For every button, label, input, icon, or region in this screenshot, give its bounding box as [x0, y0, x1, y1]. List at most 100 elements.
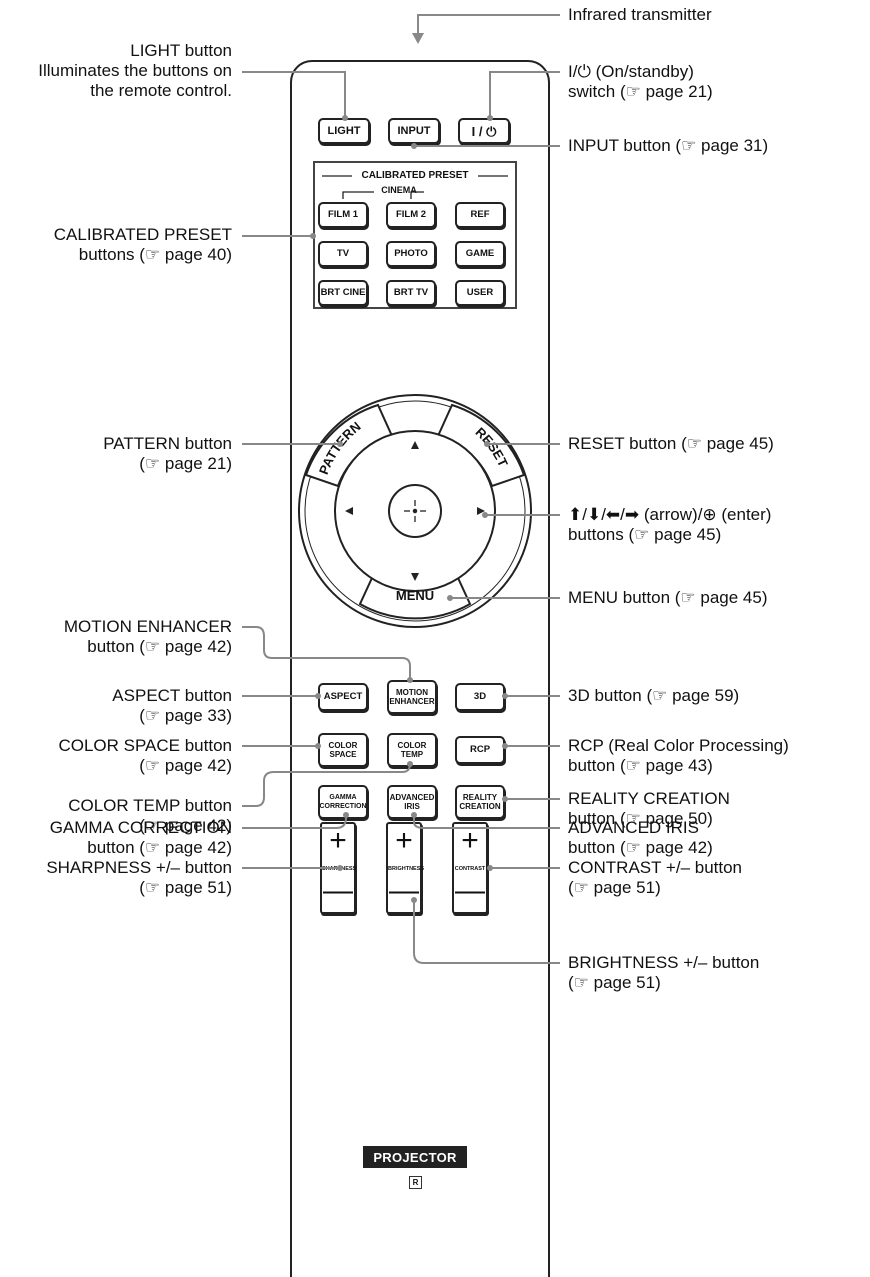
film1-button[interactable]: FILM 1 [318, 202, 368, 228]
motion-enhancer-button[interactable]: MOTION ENHANCER [387, 680, 437, 714]
arrow-up-icon[interactable] [411, 441, 419, 449]
motion-callout-line-2: button (☞ page 42) [87, 637, 232, 656]
photo-button[interactable]: PHOTO [386, 241, 436, 267]
rcp-button[interactable]: RCP [455, 736, 505, 764]
navigation-ring: PATTERN RESET MENU [298, 394, 532, 628]
color-space-button[interactable]: COLOR SPACE [318, 733, 368, 767]
aspect-callout-line-1: ASPECT button [112, 686, 232, 705]
infrared-callout: Infrared transmitter [568, 5, 712, 24]
user-button[interactable]: USER [455, 280, 505, 306]
light-callout-line-1: LIGHT button [130, 41, 232, 60]
registered-mark: R [409, 1176, 422, 1189]
calibrated-preset-callout: CALIBRATED PRESET buttons (☞ page 40) [54, 225, 232, 265]
brt-tv-button[interactable]: BRT TV [386, 280, 436, 306]
menu-label: MENU [396, 588, 434, 603]
contrast-label: CONTRAST [454, 866, 486, 872]
reality-creation-line-1: REALITY [462, 793, 498, 802]
power-callout-line-1: I/⏻ (On/standby) [568, 62, 694, 81]
sharpness-plus-button[interactable]: + [329, 824, 347, 857]
contrast-text: CONTRAST +/– button (☞ page 51) [568, 858, 742, 898]
brightness-callout: BRIGHTNESS +/– button (☞ page 51) [568, 953, 759, 993]
light-callout-line-3: the remote control. [90, 81, 232, 100]
contrast-minus-button[interactable]: — [455, 874, 485, 907]
preset-header-lines [322, 175, 508, 199]
brightness-callout-line-1: BRIGHTNESS +/– button [568, 953, 760, 972]
contrast-callout-line-2: (☞ page 51) [568, 878, 661, 897]
contrast-plus-button[interactable]: + [461, 824, 479, 857]
gamma-callout-line-2: button (☞ page 42) [87, 838, 232, 857]
sharpness-text: SHARPNESS +/– button (☞ page 51) [46, 858, 232, 898]
brightness-callout-line-2: (☞ page 51) [568, 973, 661, 992]
colortemp-callout-line-2: (☞ page 42) [139, 816, 232, 835]
color-temp-line-1: COLOR [397, 741, 427, 750]
infrared-arrowhead-icon [412, 33, 424, 44]
motion-enhancer-callout: MOTION ENHANCER button (☞ page 42) [64, 617, 232, 657]
advanced-iris-button[interactable]: ADVANCED IRIS [387, 785, 437, 819]
game-button[interactable]: GAME [455, 241, 505, 267]
gamma-line-1: GAMMA [329, 794, 357, 801]
rcp-callout: RCP (Real Color Processing) button (☞ pa… [568, 736, 789, 776]
motion-callout-line-1: MOTION ENHANCER [63, 617, 232, 636]
reality-callout-line-2: button (☞ page 50) [568, 809, 713, 828]
colortemp-callout-line-1: COLOR TEMP button [68, 796, 232, 815]
colorspace-callout-line-2: (☞ page 42) [139, 756, 232, 775]
preset-callout-line-2: buttons (☞ page 40) [78, 245, 232, 264]
arrow-down-icon[interactable] [411, 573, 419, 581]
calibrated-preset-header: CALIBRATED PRESET [352, 170, 478, 181]
ref-button[interactable]: REF [455, 202, 505, 228]
power-callout: I/⏻ (On/standby) switch (☞ page 21) [568, 62, 713, 102]
contrast-rocker[interactable]: + CONTRAST — [452, 822, 488, 914]
gamma-correction-callout: GAMMA CORRECTION button (☞ page 42) [50, 818, 232, 858]
color-temp-callout: COLOR TEMP button (☞ page 42) [68, 796, 232, 836]
input-callout: INPUT button (☞ page 31) [568, 136, 769, 155]
sharpness-minus-button[interactable]: — [323, 874, 353, 907]
reset-callout: RESET button (☞ page 45) [568, 434, 774, 453]
arrow-callout: ⬆/⬇/⬅/➡ (arrow)/⊕ (enter) buttons (☞ pag… [568, 505, 771, 545]
motion-enhancer-line-1: MOTION [396, 688, 428, 697]
leader-lines [242, 14, 560, 964]
sharpness-callout-line-1: SHARPNESS +/– button [46, 858, 232, 877]
gamma-callout-line-1: GAMMA CORRECTION [49, 818, 232, 837]
arrow-right-icon[interactable] [477, 507, 485, 515]
tv-button[interactable]: TV [318, 241, 368, 267]
light-button[interactable]: LIGHT [318, 118, 370, 144]
gamma-correction-button[interactable]: GAMMA CORRECTION [318, 785, 368, 819]
brt-cine-button[interactable]: BRT CINE [318, 280, 368, 306]
color-space-line-1: COLOR [328, 741, 358, 750]
iris-callout-line-2: button (☞ page 42) [568, 838, 713, 857]
pattern-callout: PATTERN button (☞ page 21) [103, 434, 232, 474]
aspect-callout: ASPECT button (☞ page 33) [112, 686, 232, 726]
menu-callout: MENU button (☞ page 45) [568, 588, 768, 607]
arrow-left-icon[interactable] [345, 507, 353, 515]
brightness-label: BRIGHTNESS [388, 866, 425, 872]
motion-enhancer-line-2: ENHANCER [389, 697, 435, 706]
sharpness-callout-line-2: (☞ page 51) [139, 878, 232, 897]
rcp-callout-line-2: button (☞ page 43) [568, 756, 713, 775]
aspect-callout-line-2: (☞ page 33) [139, 706, 232, 725]
leader-endpoints [310, 33, 508, 903]
reality-creation-callout: REALITY CREATION button (☞ page 50) [568, 789, 730, 829]
advanced-iris-line-1: ADVANCED [389, 793, 435, 802]
pattern-callout-line-2: (☞ page 21) [139, 454, 232, 473]
reality-creation-button[interactable]: REALITY CREATION [455, 785, 505, 819]
light-callout: LIGHT button Illuminates the buttons on … [38, 41, 232, 101]
advanced-iris-callout: ADVANCED IRIS button (☞ page 42) [568, 818, 713, 858]
color-space-line-2: SPACE [329, 750, 357, 759]
color-temp-line-2: TEMP [400, 750, 424, 759]
light-callout-line-2: Illuminates the buttons on [38, 61, 232, 80]
color-temp-button[interactable]: COLOR TEMP [387, 733, 437, 767]
pattern-callout-line-1: PATTERN button [103, 434, 232, 453]
film2-button[interactable]: FILM 2 [386, 202, 436, 228]
brightness-plus-button[interactable]: + [395, 824, 413, 857]
reality-creation-line-2: CREATION [459, 802, 501, 811]
projector-brand-label: PROJECTOR [363, 1146, 467, 1168]
power-switch[interactable]: I / ⏻ [458, 118, 510, 144]
gamma-line-2: CORRECTION [319, 803, 367, 810]
iris-callout-line-1: ADVANCED IRIS [568, 818, 699, 837]
advanced-iris-line-2: IRIS [404, 802, 420, 811]
colorspace-callout-line-1: COLOR SPACE button [58, 736, 232, 755]
color-space-callout: COLOR SPACE button (☞ page 42) [58, 736, 232, 776]
arrow-callout-line-1: ⬆/⬇/⬅/➡ (arrow)/⊕ (enter) [568, 505, 772, 524]
